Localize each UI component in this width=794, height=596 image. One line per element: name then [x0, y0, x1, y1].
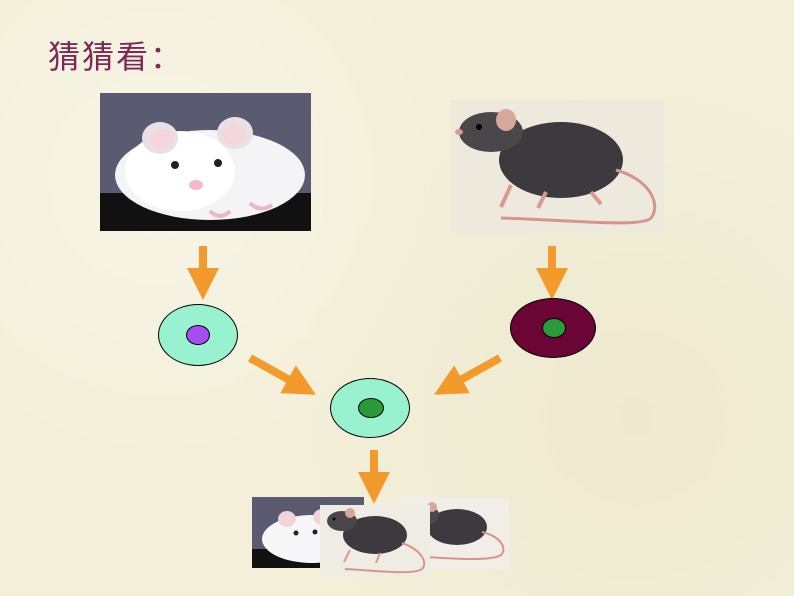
black-mouse-photo	[451, 100, 664, 233]
arrow-icon	[248, 354, 316, 395]
green-nucleus	[542, 318, 566, 338]
black-mouse-cell	[510, 298, 596, 358]
green-nucleus	[358, 398, 384, 418]
white-mouse-cell	[158, 304, 238, 366]
purple-nucleus	[186, 325, 210, 345]
arrow-icon	[434, 354, 502, 395]
fused-cell	[330, 378, 410, 438]
black-mouse-thumbnail	[320, 505, 430, 577]
page-title: 猜猜看：	[48, 38, 185, 76]
white-mouse-photo	[100, 93, 311, 231]
